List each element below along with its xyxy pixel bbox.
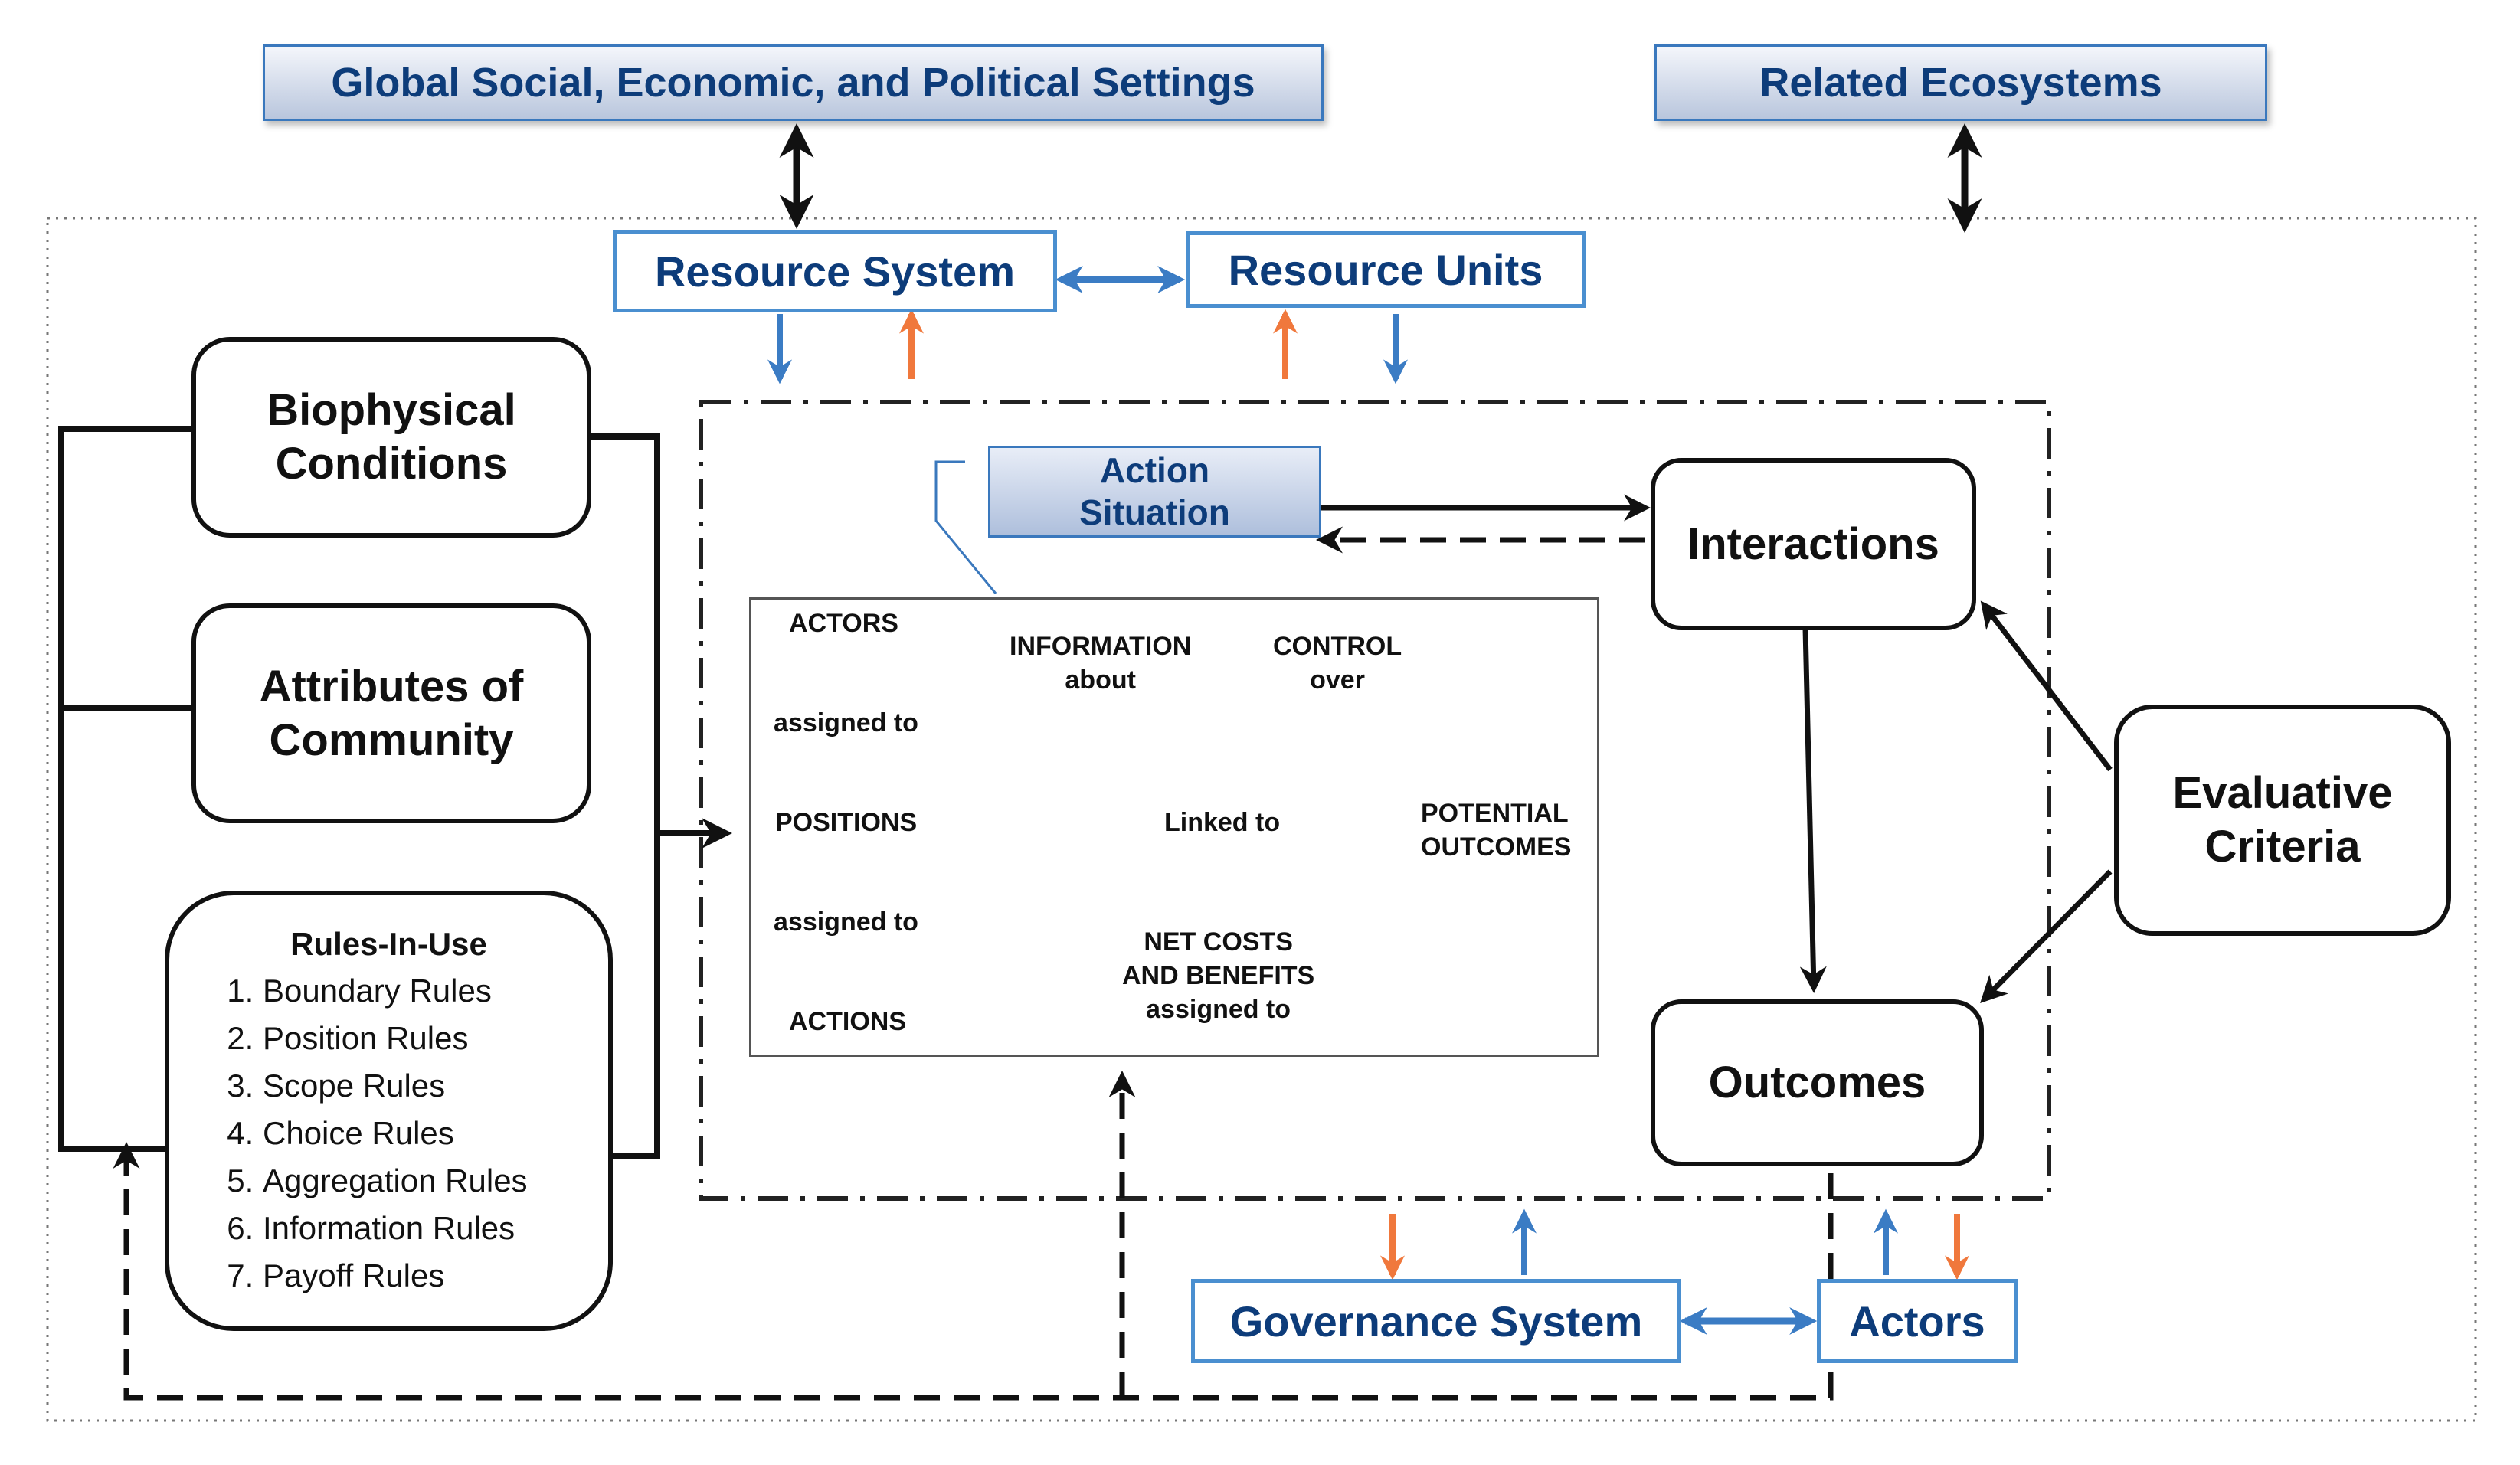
feedback-loop (113, 1142, 1834, 1401)
attributes-community-box: Attributes of Community (191, 603, 591, 823)
right-bracket (590, 433, 660, 1159)
community-line-1: Attributes of (259, 661, 524, 711)
resource-system-label: Resource System (654, 247, 1015, 296)
rule-item: Position Rules (263, 1015, 585, 1062)
related-ecosystems-label: Related Ecosystems (1759, 60, 2162, 106)
rules-in-use-title: Rules-In-Use (290, 926, 487, 962)
control-line-1: CONTROL (1273, 632, 1402, 661)
action-situation-box: Action Situation (988, 446, 1321, 538)
outcomes-label: Outcomes (1708, 1058, 1926, 1108)
community-line-2: Community (269, 715, 514, 765)
action-situation-line-1: Action (1099, 450, 1210, 490)
rule-item: Aggregation Rules (263, 1157, 585, 1205)
information-line-2: about (1065, 665, 1136, 695)
inner-assigned-to-2: assigned to (774, 905, 918, 940)
biophysical-conditions-box: Biophysical Conditions (191, 337, 591, 538)
outcomes-box: Outcomes (1651, 999, 1984, 1166)
evaluative-line-2: Criteria (2204, 822, 2361, 871)
resource-system-box: Resource System (613, 230, 1057, 312)
netcosts-line-1: NET COSTS (1144, 927, 1293, 957)
rules-in-use-list: Boundary Rules Position Rules Scope Rule… (215, 967, 585, 1300)
information-line-1: INFORMATION (1010, 632, 1192, 661)
rule-item: Scope Rules (263, 1062, 585, 1110)
interactions-label: Interactions (1687, 518, 1939, 569)
rules-in-use-box: Rules-In-Use Boundary Rules Position Rul… (165, 891, 613, 1331)
inner-linked-to-label: Linked to (1164, 806, 1281, 840)
eval-to-interactions-arrow (1980, 600, 2113, 772)
biophysical-line-2: Conditions (275, 439, 508, 489)
potential-line-2: OUTCOMES (1421, 832, 1572, 862)
biophysical-line-1: Biophysical (267, 385, 516, 436)
action-situation-line-2: Situation (1079, 492, 1230, 532)
eval-to-outcomes-arrow (1980, 869, 2113, 1003)
inner-information-label: INFORMATION about (1010, 629, 1191, 697)
netcosts-line-2: AND BENEFITS (1122, 961, 1315, 991)
governance-system-label: Governance System (1229, 1297, 1643, 1346)
inner-control-label: CONTROL over (1273, 629, 1402, 697)
evaluative-criteria-box: Evaluative Criteria (2114, 705, 2451, 936)
inner-positions-label: POSITIONS (775, 806, 918, 840)
actors-label: Actors (1849, 1297, 1985, 1346)
interactions-to-outcomes-arrow (1799, 627, 1827, 993)
inner-assigned-to-1: assigned to (774, 706, 918, 741)
governance-system-box: Governance System (1191, 1279, 1681, 1363)
action-situation-callout (934, 460, 997, 594)
potential-line-1: POTENTIAL (1421, 799, 1569, 828)
resource-units-box: Resource Units (1186, 231, 1586, 308)
inner-net-costs-label: NET COSTS AND BENEFITS assigned to (1122, 925, 1314, 1027)
rule-item: Choice Rules (263, 1110, 585, 1157)
related-ecosystems-box: Related Ecosystems (1654, 44, 2267, 121)
inner-potential-outcomes-label: POTENTIAL OUTCOMES (1421, 796, 1571, 864)
control-line-2: over (1310, 665, 1365, 695)
inner-actions-label: ACTIONS (789, 1005, 906, 1039)
rule-item: Information Rules (263, 1205, 585, 1252)
rule-item: Boundary Rules (263, 967, 585, 1015)
netcosts-line-3: assigned to (1146, 995, 1291, 1025)
rule-item: Payoff Rules (263, 1252, 585, 1300)
interactions-box: Interactions (1651, 458, 1976, 630)
action-arena-boundary (699, 400, 2051, 1201)
global-settings-box: Global Social, Economic, and Political S… (263, 44, 1324, 121)
resource-units-label: Resource Units (1228, 245, 1543, 294)
evaluative-line-1: Evaluative (2172, 768, 2393, 819)
outer-dotted-boundary (46, 217, 2477, 1422)
inner-actors-label: ACTORS (789, 607, 898, 641)
actors-box: Actors (1817, 1279, 2018, 1363)
global-settings-label: Global Social, Economic, and Political S… (331, 60, 1255, 106)
